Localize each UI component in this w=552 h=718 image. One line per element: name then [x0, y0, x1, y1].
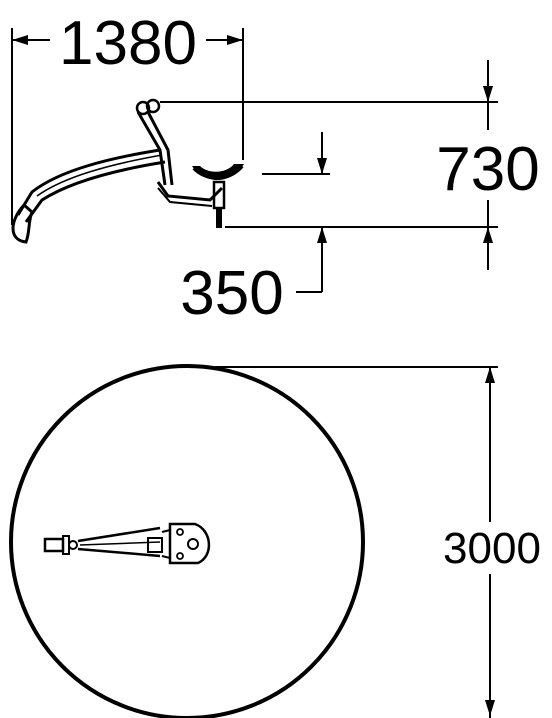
dimension-height: 730: [160, 60, 540, 270]
top-view: 3000: [9, 364, 548, 718]
dimension-seat-label: 350: [180, 259, 283, 328]
side-view: 1380 730 350: [11, 9, 540, 328]
dimension-seat: 350: [180, 132, 330, 328]
swing-area-circle: [9, 364, 365, 718]
dimension-width: 1380: [11, 9, 244, 225]
dimension-width-label: 1380: [59, 9, 197, 78]
rocker-side-profile: [11, 98, 244, 244]
dimension-diameter: 3000: [215, 366, 548, 718]
rocker-top-plan: [43, 522, 211, 565]
dimension-diameter-label: 3000: [443, 524, 541, 573]
dimension-height-label: 730: [436, 135, 539, 204]
